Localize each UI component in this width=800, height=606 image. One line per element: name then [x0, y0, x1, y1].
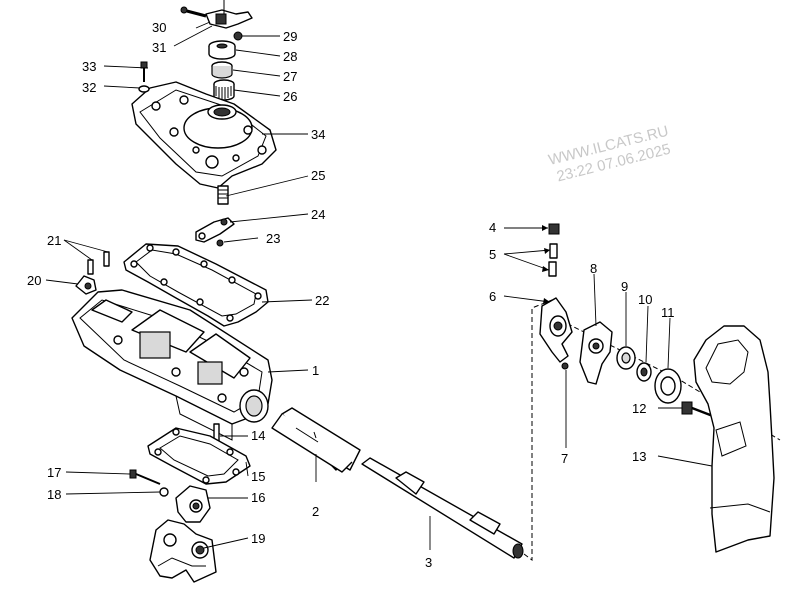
callout-18: 18: [47, 487, 61, 502]
part-29-washer: [233, 31, 243, 41]
part-8-plate: [579, 321, 613, 385]
part-11-bushing: [654, 368, 682, 404]
callout-14: 14: [251, 428, 265, 443]
leader-lines: [45, 21, 713, 550]
part-23-circlip: [216, 239, 224, 247]
callout-32: 32: [82, 80, 96, 95]
callout-24: 24: [311, 207, 325, 222]
callout-33: 33: [82, 59, 96, 74]
part-13-shift-lever: [693, 325, 775, 553]
callout-21: 21: [47, 233, 61, 248]
callout-23: 23: [266, 231, 280, 246]
callout-16: 16: [251, 490, 265, 505]
callout-1: 1: [312, 363, 319, 378]
part-1-housing: [71, 289, 273, 441]
part-15-gasket: [147, 427, 251, 485]
callout-28: 28: [283, 49, 297, 64]
callout-17: 17: [47, 465, 61, 480]
part-18-washer: [159, 487, 169, 497]
part-21-pins: [87, 251, 110, 275]
callout-29: 29: [283, 29, 297, 44]
callout-13: 13: [632, 449, 646, 464]
callout-15: 15: [251, 469, 265, 484]
part-17-bolt: [129, 469, 161, 485]
part-20-clip: [75, 275, 97, 295]
callout-3: 3: [425, 555, 432, 570]
callout-30: 30: [152, 20, 166, 35]
part-28-bushing: [208, 40, 236, 60]
callout-labels: 1 2 3 4 5 6 7 8 9 10 11 12 13 14 15 16 1…: [27, 20, 675, 570]
part-22-gasket: [123, 243, 269, 327]
part-4-cap: [548, 223, 560, 235]
part-25-sensor: [217, 185, 229, 205]
callout-22: 22: [315, 293, 329, 308]
part-27-bearing: [211, 61, 233, 79]
callout-6: 6: [489, 289, 496, 304]
callout-34: 34: [311, 127, 325, 142]
callout-2: 2: [312, 504, 319, 519]
part-30-screw: [180, 6, 207, 18]
part-9-bearing: [616, 346, 636, 370]
part-5-pins: [548, 243, 558, 277]
watermark: WWW.ILCATS.RU 23:22 07.06.2025: [547, 123, 673, 186]
callout-11: 11: [661, 305, 675, 320]
callout-12: 12: [632, 401, 646, 416]
callout-5: 5: [489, 247, 496, 262]
callout-27: 27: [283, 69, 297, 84]
callout-25: 25: [311, 168, 325, 183]
callout-4: 4: [489, 220, 496, 235]
part-33-bolt: [140, 61, 148, 82]
callout-19: 19: [251, 531, 265, 546]
part-6-lever: [539, 297, 573, 363]
leader-arrowheads: [542, 225, 550, 304]
callout-26: 26: [283, 89, 297, 104]
callout-10: 10: [638, 292, 652, 307]
part-10-ring: [636, 362, 652, 382]
callout-7: 7: [561, 451, 568, 466]
part-32-washer: [138, 85, 150, 93]
callout-20: 20: [27, 273, 41, 288]
callout-9: 9: [621, 279, 628, 294]
part-19-shift-fork: [149, 519, 217, 583]
part-26-gear: [213, 79, 235, 101]
part-24-lever: [195, 217, 235, 243]
part-31-clamp: [205, 0, 253, 29]
part-3-shaft: [361, 457, 524, 559]
part-34-cover: [131, 81, 277, 189]
part-16-fork: [175, 485, 211, 523]
callout-8: 8: [590, 261, 597, 276]
callout-31: 31: [152, 40, 166, 55]
part-2-shaft: [271, 407, 361, 473]
part-7-washer: [561, 362, 569, 370]
